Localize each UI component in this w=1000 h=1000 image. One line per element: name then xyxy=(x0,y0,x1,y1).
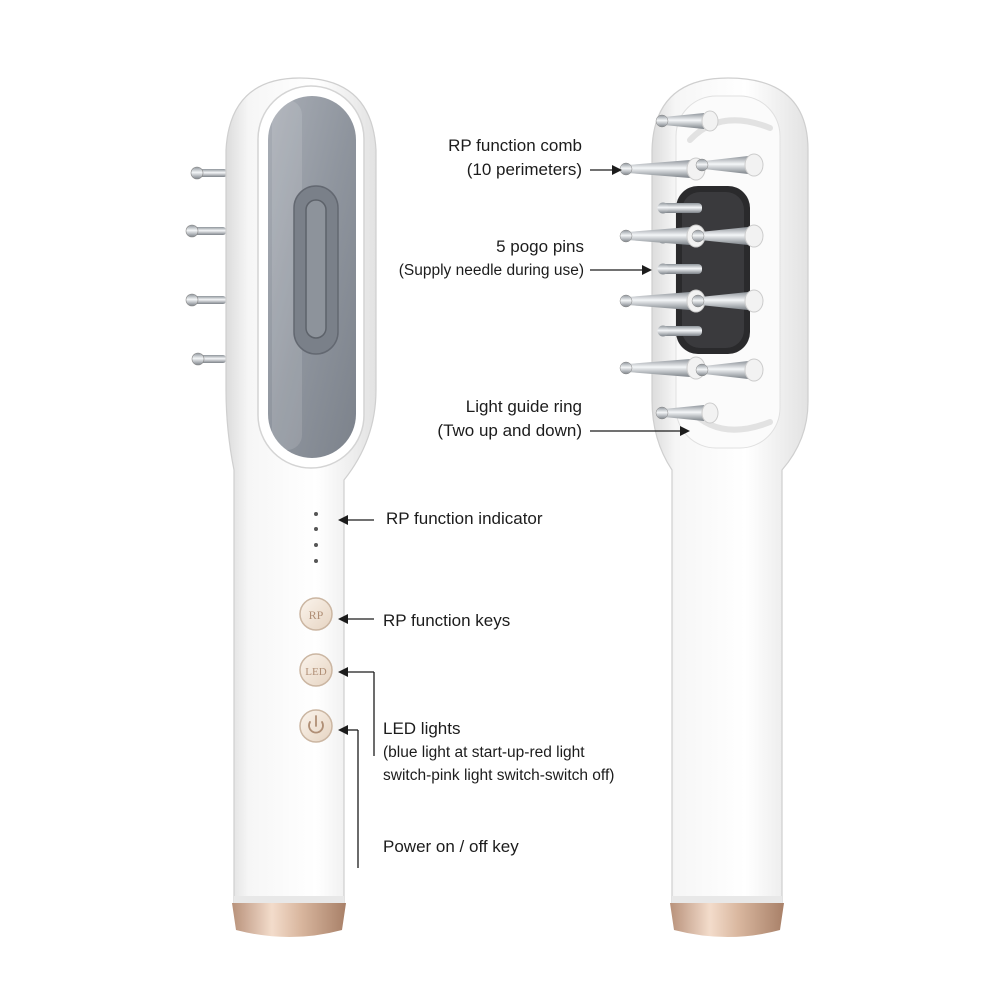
rp-comb-pins xyxy=(619,110,764,424)
callout-rp-keys-title: RP function keys xyxy=(383,611,511,630)
callout-light-ring: Light guide ring (Two up and down) xyxy=(380,395,582,443)
callout-led-lights-detail-2: switch-pink light switch-switch off) xyxy=(383,767,615,784)
callout-rp-comb-detail: (10 perimeters) xyxy=(466,160,582,179)
callout-pogo-pins: 5 pogo pins (Supply needle during use) xyxy=(362,235,584,282)
callout-power-key: Power on / off key xyxy=(383,835,519,859)
comb-pin xyxy=(691,289,764,313)
rose-gold-cap-back xyxy=(670,896,784,937)
pogo-pin xyxy=(657,202,702,214)
rp-indicator-dots xyxy=(314,512,318,563)
power-icon xyxy=(308,715,324,734)
callout-rp-comb: RP function comb (10 perimeters) xyxy=(380,134,582,182)
side-pin xyxy=(190,166,227,180)
side-pins xyxy=(185,166,227,366)
callout-rp-indicator-title: RP function indicator xyxy=(386,509,543,528)
comb-pin xyxy=(655,110,719,132)
device-front: RP LED xyxy=(185,77,377,937)
callout-led-lights-detail-1: (blue light at start-up-red light xyxy=(383,744,585,761)
callout-pogo-pins-detail: (Supply needle during use) xyxy=(398,262,584,279)
pogo-pin xyxy=(657,263,702,275)
side-pin xyxy=(185,293,226,307)
led-button-label: LED xyxy=(305,666,326,678)
power-button[interactable] xyxy=(299,709,333,743)
light-guide-ring-top xyxy=(687,117,773,143)
comb-pin xyxy=(695,358,764,382)
callout-led-lights: LED lights (blue light at start-up-red l… xyxy=(383,717,614,787)
device-back xyxy=(619,77,809,937)
side-pin xyxy=(191,352,226,366)
pogo-pin xyxy=(657,325,702,337)
rp-button-label: RP xyxy=(309,608,324,622)
callout-pogo-pins-title: 5 pogo pins xyxy=(496,237,584,256)
callout-rp-keys: RP function keys xyxy=(383,609,510,633)
comb-pin xyxy=(691,224,764,248)
comb-pin xyxy=(619,157,706,181)
comb-pin xyxy=(695,153,764,177)
led-button[interactable]: LED xyxy=(299,653,333,687)
callout-led-lights-title: LED lights xyxy=(383,719,461,738)
callout-rp-comb-title: RP function comb xyxy=(448,136,582,155)
callout-light-ring-detail: (Two up and down) xyxy=(437,421,582,440)
callout-light-ring-title: Light guide ring xyxy=(465,397,582,416)
comb-pin xyxy=(655,402,719,424)
mode-slider-knob[interactable] xyxy=(305,199,327,339)
annotation-arrows xyxy=(338,165,690,868)
callout-rp-indicator: RP function indicator xyxy=(386,507,543,531)
callout-power-key-title: Power on / off key xyxy=(383,837,519,856)
rp-button[interactable]: RP xyxy=(299,597,333,631)
side-pin xyxy=(185,224,226,238)
rose-gold-cap xyxy=(232,896,346,937)
